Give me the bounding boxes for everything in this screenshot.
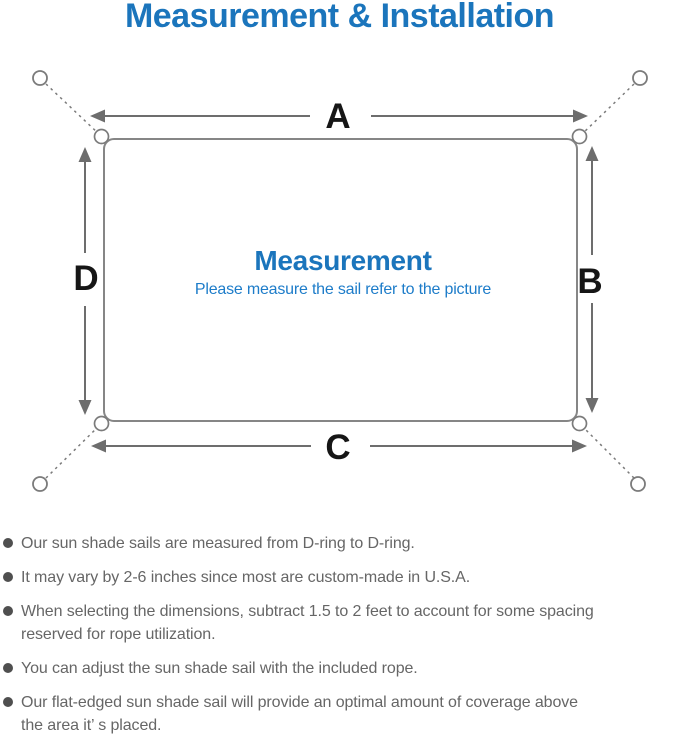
diagram-center-subtitle: Please measure the sail refer to the pic…	[195, 281, 492, 298]
note-text: the area it’ s placed.	[21, 717, 162, 734]
dashed-line-top-right	[580, 83, 635, 136]
arrowhead-right-icon	[573, 109, 588, 123]
dimension-arrow-d	[78, 147, 92, 415]
list-item: Our flat-edged sun shade sail will provi…	[0, 691, 675, 737]
note-text: When selecting the dimensions, subtract …	[21, 603, 594, 620]
arrowhead-left-icon	[91, 439, 106, 453]
arrowhead-up-icon	[78, 147, 92, 162]
d-ring-icon	[571, 415, 588, 432]
note-text: Our flat-edged sun shade sail will provi…	[21, 694, 578, 711]
list-item: When selecting the dimensions, subtract …	[0, 600, 675, 646]
note-text: Our sun shade sails are measured from D-…	[21, 535, 415, 552]
list-item: You can adjust the sun shade sail with t…	[0, 657, 675, 680]
notes-list: Our sun shade sails are measured from D-…	[0, 532, 675, 748]
sail-rectangle	[103, 138, 578, 422]
arrowhead-down-icon	[78, 400, 92, 415]
anchor-ring-icon	[32, 476, 48, 492]
anchor-ring-icon	[32, 70, 48, 86]
dashed-line-bottom-left	[45, 424, 101, 479]
note-text: It may vary by 2-6 inches since most are…	[21, 569, 471, 586]
arrowhead-left-icon	[90, 109, 105, 123]
d-ring-icon	[93, 128, 110, 145]
dimension-label-b: B	[577, 262, 602, 301]
page-title: Measurement & Installation	[124, 0, 555, 35]
bullet-icon	[3, 538, 13, 548]
diagram-center-title: Measurement	[254, 245, 431, 276]
dimension-label-d: D	[73, 259, 98, 298]
dimension-arrow-c	[91, 439, 587, 453]
anchor-ring-icon	[630, 476, 646, 492]
dimension-label-c: C	[325, 428, 350, 467]
anchor-point-rings	[32, 70, 648, 492]
list-item: It may vary by 2-6 inches since most are…	[0, 566, 675, 589]
d-ring-icon	[571, 128, 588, 145]
anchor-ring-icon	[632, 70, 648, 86]
note-text: reserved for rope utilization.	[21, 626, 216, 643]
dimension-arrow-b	[585, 146, 599, 413]
d-ring-icon	[93, 415, 110, 432]
bullet-icon	[3, 697, 13, 707]
dimension-arrow-a	[90, 109, 588, 123]
dashed-line-bottom-right	[580, 424, 635, 479]
list-item: Our sun shade sails are measured from D-…	[0, 532, 675, 555]
bullet-icon	[3, 572, 13, 582]
arrowhead-right-icon	[572, 439, 587, 453]
corner-d-rings	[93, 128, 588, 432]
dashed-line-top-left	[45, 83, 101, 136]
arrowhead-up-icon	[585, 146, 599, 161]
note-text: You can adjust the sun shade sail with t…	[21, 660, 418, 677]
bullet-icon	[3, 663, 13, 673]
arrowhead-down-icon	[585, 398, 599, 413]
dimension-label-a: A	[325, 97, 350, 136]
bullet-icon	[3, 606, 13, 616]
measurement-diagram: A C D B Measurement Please measure the s…	[32, 70, 648, 492]
